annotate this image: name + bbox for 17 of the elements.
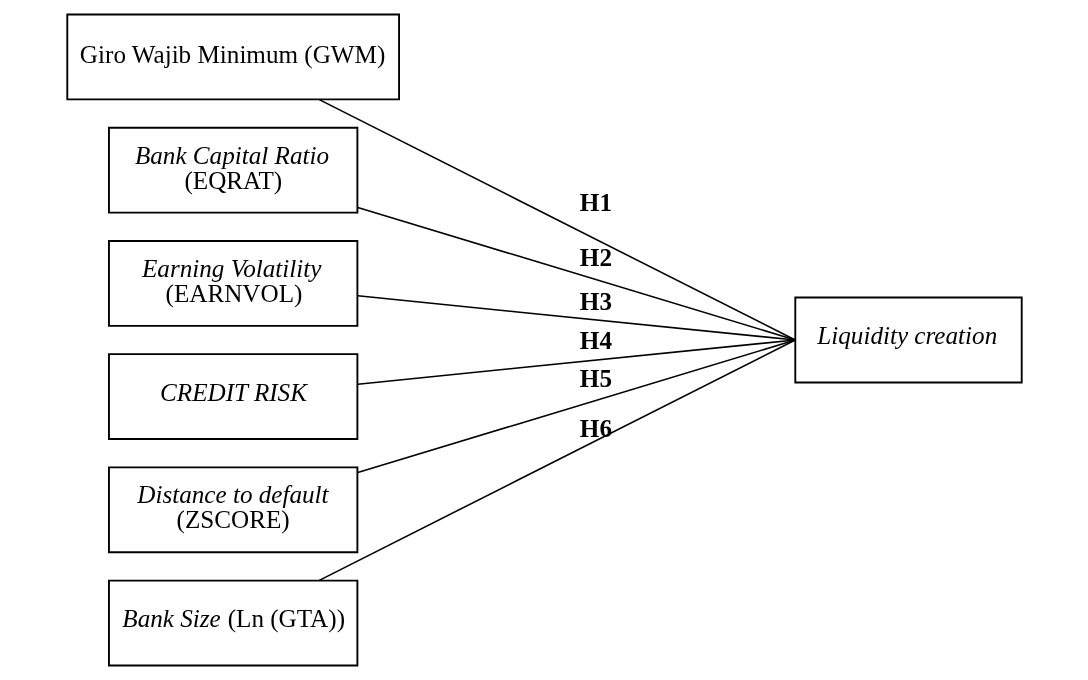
edge-label: H1 bbox=[579, 188, 612, 216]
node-box: CREDIT RISK bbox=[107, 353, 358, 440]
edge-label: H4 bbox=[579, 327, 612, 355]
node-box: Bank Capital Ratio (EQRAT) bbox=[107, 126, 358, 214]
node-box: Giro Wajib Minimum (GWM) bbox=[65, 13, 400, 101]
connector bbox=[356, 339, 796, 474]
node-box: Distance to default (ZSCORE) bbox=[107, 466, 358, 554]
edge-label: H5 bbox=[579, 364, 612, 392]
connector bbox=[318, 98, 796, 341]
node-box: Earning Volatility (EARNVOL) bbox=[107, 240, 358, 327]
node-box: Liquidity creation bbox=[793, 296, 1023, 384]
connector bbox=[318, 339, 796, 582]
edge-label: H2 bbox=[579, 243, 612, 271]
node-box: Bank Size (Ln (GTA)) bbox=[107, 579, 358, 667]
edge-label: H6 bbox=[579, 415, 612, 443]
connector bbox=[356, 206, 796, 341]
edge-label: H3 bbox=[579, 287, 612, 315]
